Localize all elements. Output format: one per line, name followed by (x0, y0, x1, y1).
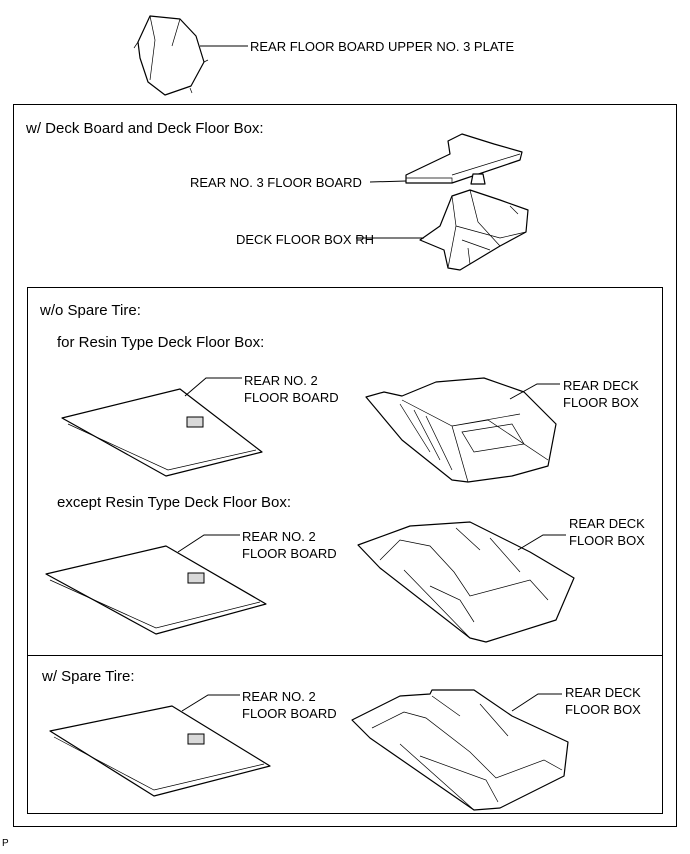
rear-no2-floor-board-part-2 (45, 545, 267, 635)
rear-no2-floor-board-label-3a: REAR NO. 2 (242, 689, 316, 704)
rear-no2-floor-board-label-2b: FLOOR BOARD (242, 546, 337, 561)
rear-no3-floor-board-leader-line (369, 180, 407, 183)
rear-deck-floor-box-label-2b: FLOOR BOX (569, 533, 645, 548)
rear-deck-floor-box-label-3b: FLOOR BOX (565, 702, 641, 717)
w-spare-tire-section-frame (27, 655, 663, 814)
rear-no3-floor-board-label: REAR NO. 3 FLOOR BOARD (190, 175, 362, 190)
upper-plate-label: REAR FLOOR BOARD UPPER NO. 3 PLATE (250, 39, 515, 54)
rear-no2-floor-board-leader-line-2 (177, 534, 240, 553)
rear-no2-floor-board-part-3 (49, 705, 271, 797)
deck-board-section-title: w/ Deck Board and Deck Floor Box: (26, 120, 264, 137)
rear-deck-floor-box-label-2a: REAR DECK (569, 516, 645, 531)
wo-spare-tire-title: w/o Spare Tire: (40, 302, 141, 319)
resin-type-title: for Resin Type Deck Floor Box: (57, 334, 265, 351)
rear-deck-floor-box-leader-line-3 (511, 693, 562, 712)
rear-deck-floor-box-part-2 (357, 521, 575, 643)
rear-deck-floor-box-leader-line-1 (509, 383, 560, 400)
deck-floor-box-rh-label: DECK FLOOR BOX RH (236, 232, 374, 247)
rear-no2-floor-board-leader-line-1 (184, 377, 242, 397)
rear-deck-floor-box-label-1b: FLOOR BOX (563, 395, 639, 410)
rear-no2-floor-board-label-1a: REAR NO. 2 (244, 373, 318, 388)
w-spare-tire-title: w/ Spare Tire: (42, 668, 135, 685)
rear-deck-floor-box-leader-line-2 (517, 534, 566, 551)
rear-no2-floor-board-label-3b: FLOOR BOARD (242, 706, 337, 721)
clip-part (470, 173, 486, 185)
rear-no3-floor-board-part (405, 133, 523, 184)
rear-no2-floor-board-leader-line-3 (181, 694, 240, 712)
rear-no2-floor-board-label-2a: REAR NO. 2 (242, 529, 316, 544)
deck-board-section-frame (13, 104, 677, 827)
rear-no2-floor-board-part-1 (61, 388, 263, 477)
deck-floor-box-rh-part (419, 189, 529, 271)
rear-deck-floor-box-label-1a: REAR DECK (563, 378, 639, 393)
corner-mark: P (2, 838, 9, 849)
rear-deck-floor-box-part-1 (365, 377, 557, 483)
rear-no2-floor-board-label-1b: FLOOR BOARD (244, 390, 339, 405)
rear-floor-board-upper-no3-plate-part (133, 15, 209, 96)
rear-deck-floor-box-part-3 (351, 689, 569, 811)
except-resin-type-title: except Resin Type Deck Floor Box: (57, 494, 291, 511)
rear-deck-floor-box-label-3a: REAR DECK (565, 685, 641, 700)
